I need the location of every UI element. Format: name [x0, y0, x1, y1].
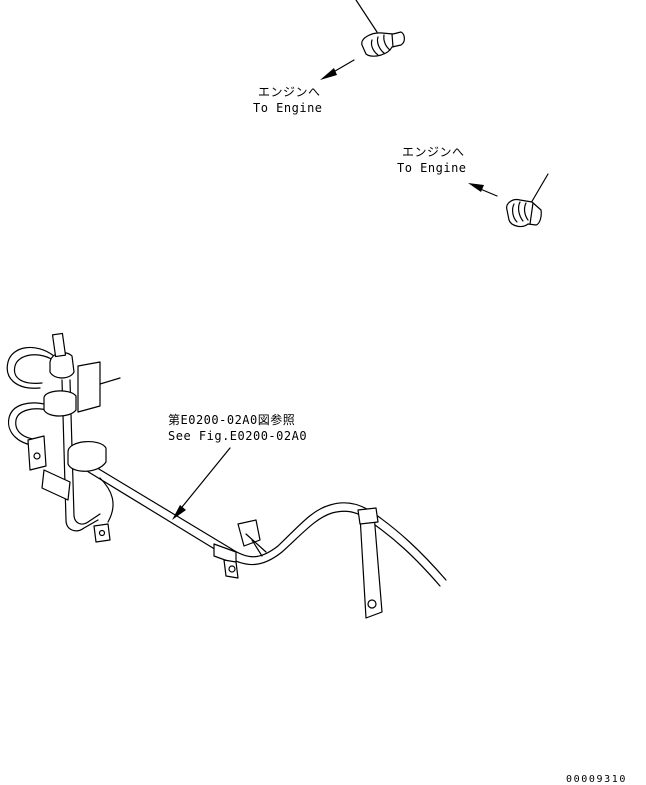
label-ref-jp: 第E0200-02A0図参照: [168, 412, 295, 427]
arrow-to-engine-2: [468, 183, 498, 197]
connector-2: [506, 173, 549, 228]
reference-leader: [172, 447, 231, 520]
label-ref-en: See Fig.E0200-02A0: [168, 429, 307, 443]
label-engine-2-jp: エンジンへ: [402, 145, 465, 159]
drawing-number: 00009310: [566, 774, 627, 785]
label-engine-1-jp: エンジンへ: [258, 85, 321, 99]
arrow-to-engine-1: [320, 59, 355, 80]
wire-harness: [6, 332, 447, 619]
label-engine-1-en: To Engine: [253, 101, 323, 115]
connector-1: [355, 0, 405, 57]
label-engine-2-en: To Engine: [397, 161, 467, 175]
